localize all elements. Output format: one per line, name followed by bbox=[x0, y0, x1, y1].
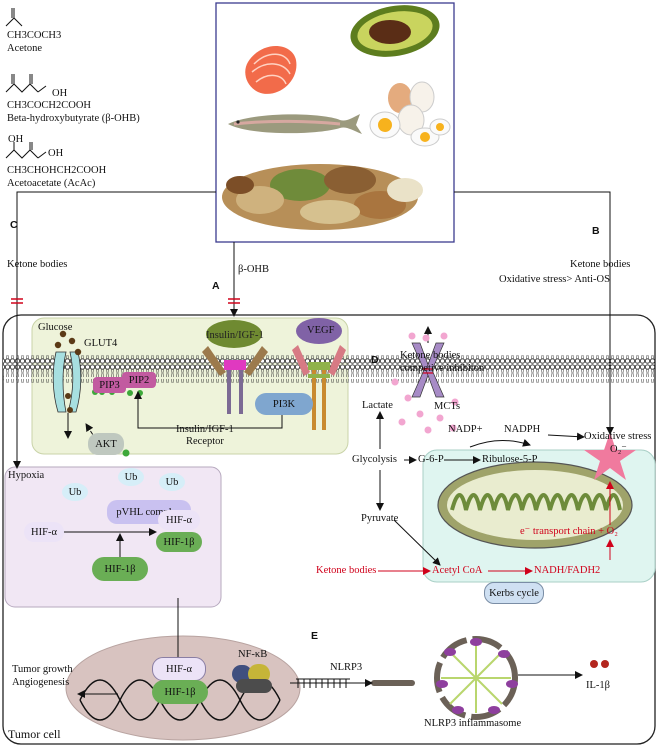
vegf-ligand bbox=[296, 318, 342, 344]
oxidative-stress-label: Oxidative stress bbox=[584, 431, 652, 442]
e-transport-label: e⁻ transport chain + O₂ bbox=[520, 526, 618, 537]
bohb-name: Beta-hydroxybutyrate (β-OHB) bbox=[7, 113, 140, 124]
acac-oh-label-2: OH bbox=[48, 148, 64, 159]
pip2-box: PIP2 bbox=[122, 372, 156, 388]
path-c-label: Ketone bodies bbox=[7, 259, 68, 270]
glucose-label: Glucose bbox=[38, 322, 73, 333]
receptor-label-2: Receptor bbox=[186, 436, 224, 447]
vegf-receptor-icon bbox=[292, 345, 346, 430]
nucleus-hif-beta-box: HIF-1β bbox=[152, 680, 208, 704]
panel-label-a: A bbox=[212, 280, 220, 292]
acac-name: Acetoacetate (AcAc) bbox=[7, 178, 96, 189]
insulin-label: Insulin/IGF-1 bbox=[206, 330, 264, 341]
oxidative-stress-star bbox=[584, 432, 636, 480]
path-c-line bbox=[13, 191, 216, 469]
path-b-oxidative-label: Oxidative stress> Anti-OS bbox=[499, 274, 610, 285]
acetone-name: Acetone bbox=[7, 43, 42, 54]
il1b-label: IL-1β bbox=[586, 680, 610, 691]
ketone-bodies-red-label: Ketone bodies bbox=[316, 565, 377, 576]
panel-label-b: B bbox=[592, 225, 600, 237]
lactate-label: Lactate bbox=[362, 400, 393, 411]
path-b-label: Ketone bodies bbox=[570, 259, 631, 270]
angiogenesis-label: Angiogenesis bbox=[12, 677, 70, 688]
g6p-label: G-6-P bbox=[418, 454, 444, 465]
path-b-line bbox=[454, 191, 614, 435]
nfkb-subunit-1 bbox=[232, 665, 252, 683]
vegf-label: VEGF bbox=[307, 325, 335, 336]
hif-alpha-right-box: HIF-α bbox=[158, 510, 200, 530]
akt-box: AKT bbox=[88, 433, 124, 455]
glycolysis-label: Glycolysis bbox=[352, 454, 397, 465]
nadph-label: NADPH bbox=[504, 424, 541, 435]
dna-strand-2 bbox=[79, 679, 281, 721]
salmon-icon bbox=[245, 46, 297, 94]
panel-label-d: D bbox=[371, 354, 379, 366]
krebs-cycle-box: Kerbs cycle bbox=[484, 582, 544, 604]
insulin-receptor-icon bbox=[202, 346, 268, 414]
bohb-formula: CH3COCH2COOH bbox=[7, 100, 92, 111]
ketone-dots bbox=[391, 332, 459, 434]
o2-radical-label: O₂⁻ bbox=[610, 444, 627, 455]
nlrp3-label: NLRP3 bbox=[330, 662, 363, 673]
insulin-ligand bbox=[206, 320, 262, 348]
panel-label-e: E bbox=[311, 630, 319, 642]
nfkb-label: NF-κB bbox=[238, 649, 268, 660]
receptor-region-box bbox=[31, 317, 349, 455]
acetone-formula: CH3COCH3 bbox=[7, 30, 62, 41]
il1b-dot bbox=[590, 660, 598, 668]
ub-label-3: Ub bbox=[159, 473, 185, 491]
pyruvate-label: Pyruvate bbox=[361, 513, 399, 524]
acetyl-coa-label: Acetyl CoA bbox=[432, 565, 483, 576]
competitive-label-1: Ketone bodies bbox=[400, 350, 461, 361]
glut4-transporter-icon bbox=[52, 351, 82, 413]
il1b-dot bbox=[601, 660, 609, 668]
nuts-icon bbox=[222, 164, 423, 230]
hif-beta-bottom-box: HIF-1β bbox=[92, 557, 148, 581]
inflammasome-label: NLRP3 inflammasome bbox=[424, 718, 522, 729]
acac-formula: CH3CHOHCH2COOH bbox=[7, 165, 107, 176]
glucose-dots bbox=[54, 330, 82, 413]
ribulose-label: Ribulose-5-P bbox=[482, 454, 538, 465]
hypoxia-title: Hypoxia bbox=[8, 470, 45, 481]
ub-label-1: Ub bbox=[62, 483, 88, 501]
mcts-label: MCTs bbox=[434, 401, 461, 412]
nlrp3-inflammasome-icon bbox=[434, 636, 518, 720]
mitochondrion-icon bbox=[437, 461, 633, 549]
mct-transporter-icon bbox=[411, 342, 445, 398]
hif-alpha-left-box: HIF-α bbox=[24, 522, 64, 542]
hif-beta-right-box: HIF-1β bbox=[156, 532, 202, 552]
ub-label-2: Ub bbox=[118, 468, 144, 486]
path-a-label: β-OHB bbox=[238, 264, 270, 275]
nadh-label: NADH/FADH2 bbox=[534, 565, 601, 576]
glut4-label: GLUT4 bbox=[84, 338, 118, 349]
nadp-plus-label: NADP+ bbox=[448, 424, 483, 435]
acac-oh-label-1: OH bbox=[8, 134, 24, 145]
tumor-growth-label: Tumor growth bbox=[12, 664, 73, 675]
bohb-oh-label: OH bbox=[52, 88, 68, 99]
fish-icon bbox=[228, 114, 362, 134]
panel-label-c: C bbox=[10, 219, 18, 231]
nucleus-hif-alpha-box: HIF-α bbox=[152, 657, 206, 681]
avocado-icon bbox=[350, 5, 440, 57]
tumor-cell-label: Tumor cell bbox=[8, 727, 61, 741]
pip3-box: PIP3 bbox=[93, 377, 126, 393]
egg-icon bbox=[369, 81, 451, 147]
pi3k-box: PI3K bbox=[255, 393, 313, 415]
nfkb-base bbox=[236, 679, 272, 693]
receptor-label-1: Insulin/IGF-1 bbox=[176, 424, 234, 435]
competitive-label-2: competive inhibiton bbox=[400, 363, 485, 374]
